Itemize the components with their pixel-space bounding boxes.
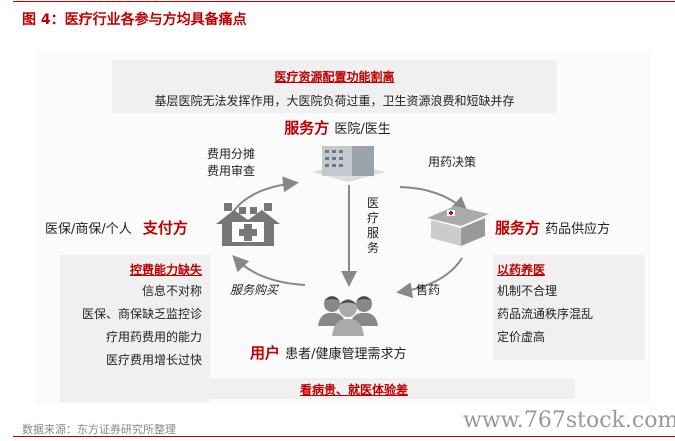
pharma-desc: 药品供应方 xyxy=(545,222,611,237)
left-box-item: 医保、商保缺乏监控诊 xyxy=(81,307,202,321)
top-box-text: 基层医院无法发挥作用，大医院负荷过重，卫生资源浪费和短缺并存 xyxy=(154,94,515,108)
left-box-item: 医疗费用增长过快 xyxy=(105,353,202,367)
drug-decision-text: 用药决策 xyxy=(428,155,477,169)
hospital-label: 服务方 医院/医生 xyxy=(0,117,675,138)
cost-review-text: 费用审查 xyxy=(207,164,256,178)
arrow-payer-to-hospital xyxy=(232,176,299,213)
user-desc: 患者/健康管理需求方 xyxy=(285,347,407,362)
left-box-item: 信息不对称 xyxy=(141,284,202,298)
service-purchase-text: 服务购买 xyxy=(230,283,279,297)
right-box-list: 机制不合理 药品流通秩序混乱 定价虚高 xyxy=(493,280,645,349)
cost-sharing-text: 费用分摊 xyxy=(207,147,256,161)
payer-desc: 医保/商保/个人 xyxy=(45,222,132,237)
arrow-user-to-payer xyxy=(232,255,306,286)
left-box-item: 疗用药费用的能力 xyxy=(105,330,202,344)
bottom-pain-box: 看病贵、就医体验差 xyxy=(133,378,575,399)
right-box-heading: 以药养医 xyxy=(497,263,546,277)
hospital-desc: 医院/医生 xyxy=(334,122,391,137)
arrow-hospital-to-pharma xyxy=(399,186,469,213)
figure-title: 图 4：医疗行业各参与方均具备痛点 xyxy=(22,12,247,28)
bottom-rule xyxy=(13,436,675,437)
cost-flow-label: 费用分摊 费用审查 xyxy=(207,146,255,180)
payer-role: 支付方 xyxy=(142,219,188,237)
payer-label: 医保/商保/个人 支付方 xyxy=(45,217,188,238)
top-pain-box: 医疗资源配置功能割离 基层医院无法发挥作用，大医院负荷过重，卫生资源浪费和短缺并… xyxy=(112,60,557,113)
user-label: 用户 患者/健康管理需求方 xyxy=(250,342,407,363)
pharmacy-store-icon xyxy=(427,206,489,246)
bottom-box-heading: 看病贵、就医体验差 xyxy=(299,383,408,397)
drug-sale-text: 售药 xyxy=(416,283,441,297)
hospital-building-icon xyxy=(312,146,386,182)
top-box-heading: 医疗资源配置功能割离 xyxy=(274,70,395,84)
source-note: 数据来源：东方证券研究所整理 xyxy=(22,423,176,436)
payer-family-icon xyxy=(216,203,280,246)
right-box-item: 药品流通秩序混乱 xyxy=(497,307,594,321)
users-group-icon xyxy=(318,296,378,336)
watermark: www.767stock.com xyxy=(463,408,675,433)
arrow-pharma-to-user xyxy=(396,257,463,299)
right-box-item: 机制不合理 xyxy=(497,284,558,298)
left-box-list: 信息不对称 医保、商保缺乏监控诊 疗用药费用的能力 医疗费用增长过快 xyxy=(60,280,210,372)
left-box-heading: 控费能力缺失 xyxy=(129,263,202,277)
pharma-label: 服务方 药品供应方 xyxy=(495,217,610,238)
medical-service-text: 医疗服务 xyxy=(367,196,380,255)
user-role: 用户 xyxy=(250,344,281,362)
left-pain-box: 控费能力缺失 信息不对称 医保、商保缺乏监控诊 疗用药费用的能力 医疗费用增长过… xyxy=(60,255,210,402)
hospital-role: 服务方 xyxy=(284,119,330,137)
right-box-item: 定价虚高 xyxy=(497,330,546,344)
pharma-role: 服务方 xyxy=(495,219,541,237)
top-rule xyxy=(13,1,675,2)
right-pain-box: 以药养医 机制不合理 药品流通秩序混乱 定价虚高 xyxy=(493,255,645,360)
